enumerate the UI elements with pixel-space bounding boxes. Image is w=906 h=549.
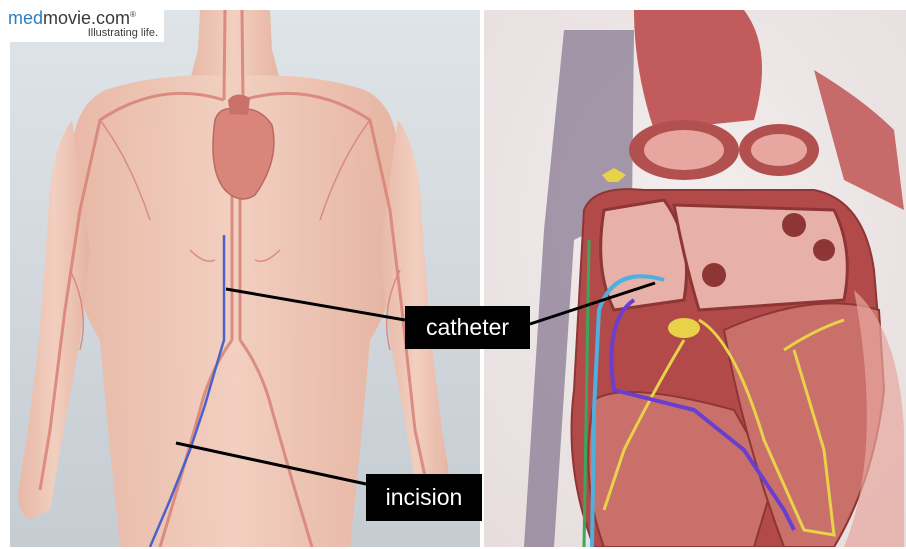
medmovie-logo: medmovie.com® Illustrating life. bbox=[6, 8, 164, 42]
logo-registered-mark: ® bbox=[130, 10, 136, 19]
catheter-pointer-left bbox=[226, 289, 405, 320]
catheter-pointer-right bbox=[530, 283, 655, 324]
incision-label: incision bbox=[366, 474, 482, 521]
incision-pointer bbox=[176, 443, 366, 484]
logo-brand: medmovie.com® bbox=[8, 8, 136, 29]
catheter-label: catheter bbox=[405, 306, 530, 349]
logo-brand-part1: med bbox=[8, 8, 43, 28]
logo-brand-part2: movie.com bbox=[43, 8, 130, 28]
logo-tagline: Illustrating life. bbox=[88, 27, 158, 39]
